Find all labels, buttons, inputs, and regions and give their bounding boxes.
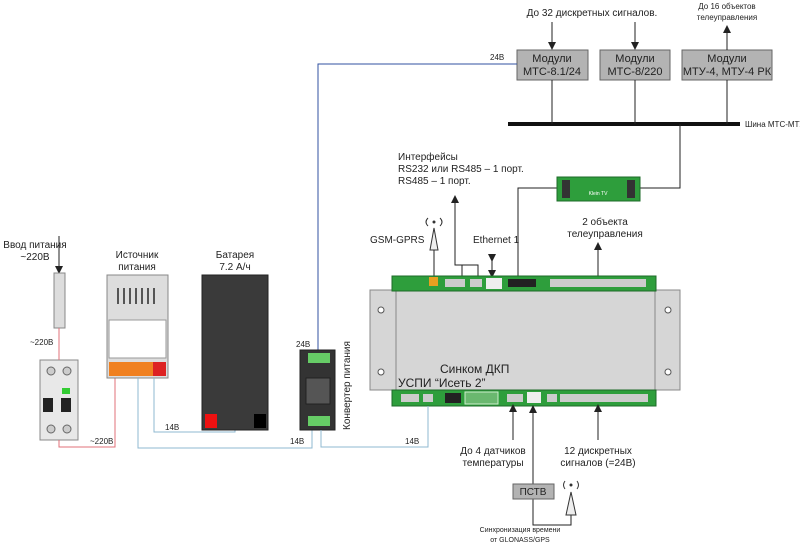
- interfaces-label: RS232 или RS485 – 1 порт.: [398, 164, 524, 175]
- temp-sensors-label: температуры: [462, 458, 523, 469]
- circuit-breaker: [39, 359, 79, 441]
- gps-antenna-icon: [563, 480, 579, 516]
- voltage-label: ~220В: [30, 338, 53, 347]
- discrete12-label: 12 дискретных: [564, 446, 632, 457]
- module-label: МТУ-4, МТУ-4 РК: [683, 66, 772, 78]
- gsm-label: GSM-GPRS: [370, 235, 425, 246]
- module-label: Модули: [532, 53, 571, 65]
- power-supply-unit: [106, 274, 169, 379]
- battery-label: Батарея: [216, 250, 254, 261]
- discrete-inputs-label: До 32 дискретных сигналов.: [527, 8, 658, 19]
- psu-label: питания: [118, 262, 156, 273]
- module-mtu-4: Модули МТУ-4, МТУ-4 РК: [681, 49, 773, 81]
- psu-label: Источник: [116, 250, 159, 261]
- interfaces-label: RS485 – 1 порт.: [398, 176, 471, 187]
- voltage-label: 24В: [490, 53, 504, 62]
- ethernet-label: Ethernet 1: [473, 235, 520, 246]
- klein-tv-board: Klein TV: [556, 176, 641, 202]
- bus-label: Шина МТС-МТУ: [745, 120, 800, 129]
- interfaces-label: Интерфейсы: [398, 151, 458, 163]
- battery-label: 7.2 А/ч: [219, 262, 250, 273]
- voltage-label: 24В: [296, 340, 310, 349]
- module-label: МТС-8/220: [607, 66, 662, 78]
- board-label: Klein TV: [589, 191, 608, 197]
- module-label: Модули: [615, 53, 654, 65]
- voltage-label: 14В: [165, 423, 179, 432]
- sync-label: Синхронизация времени: [480, 527, 561, 534]
- pstv-label: ПСТВ: [520, 487, 547, 498]
- module-mtc-8-220: Модули МТС-8/220: [599, 49, 671, 81]
- power-converter: [299, 349, 336, 431]
- wire-14v: [137, 378, 313, 449]
- converter-label: Конвертер питания: [342, 341, 353, 430]
- voltage-label: 14В: [290, 437, 304, 446]
- temp-sensors-label: До 4 датчиков: [460, 446, 525, 457]
- module-mtc-8-1-24: Модули МТС-8.1/24: [516, 49, 589, 81]
- device-name: Синком ДКП: [440, 362, 509, 376]
- tu2-label: 2 объекта: [582, 216, 628, 228]
- antenna-icon: [425, 217, 443, 278]
- tu-outputs-label: телеуправления: [697, 13, 757, 22]
- voltage-label: 14В: [405, 437, 419, 446]
- module-label: Модули: [707, 53, 746, 65]
- sync-label: от GLONASS/GPS: [490, 537, 550, 544]
- discrete12-label: сигналов (=24В): [560, 458, 635, 469]
- module-label: МТС-8.1/24: [523, 66, 581, 78]
- power-input-label: Ввод питания: [3, 240, 66, 251]
- device-model: УСПИ “Исеть 2”: [398, 376, 486, 390]
- tu-outputs-label: До 16 объектов: [698, 2, 755, 11]
- tu2-label: телеуправления: [567, 229, 643, 240]
- uspi-iset-2-device: Синком ДКП УСПИ “Исеть 2”: [369, 275, 681, 407]
- interfaces-line: [454, 196, 479, 277]
- wire-ac: [58, 378, 116, 448]
- pstv-box: ПСТВ: [512, 483, 555, 500]
- battery: [201, 274, 269, 431]
- terminal-block: [53, 272, 66, 329]
- wire-24v: [317, 63, 517, 352]
- voltage-label: ~220В: [90, 437, 113, 446]
- power-input-label: ~220В: [20, 252, 50, 263]
- wire-14v-device: [320, 406, 429, 448]
